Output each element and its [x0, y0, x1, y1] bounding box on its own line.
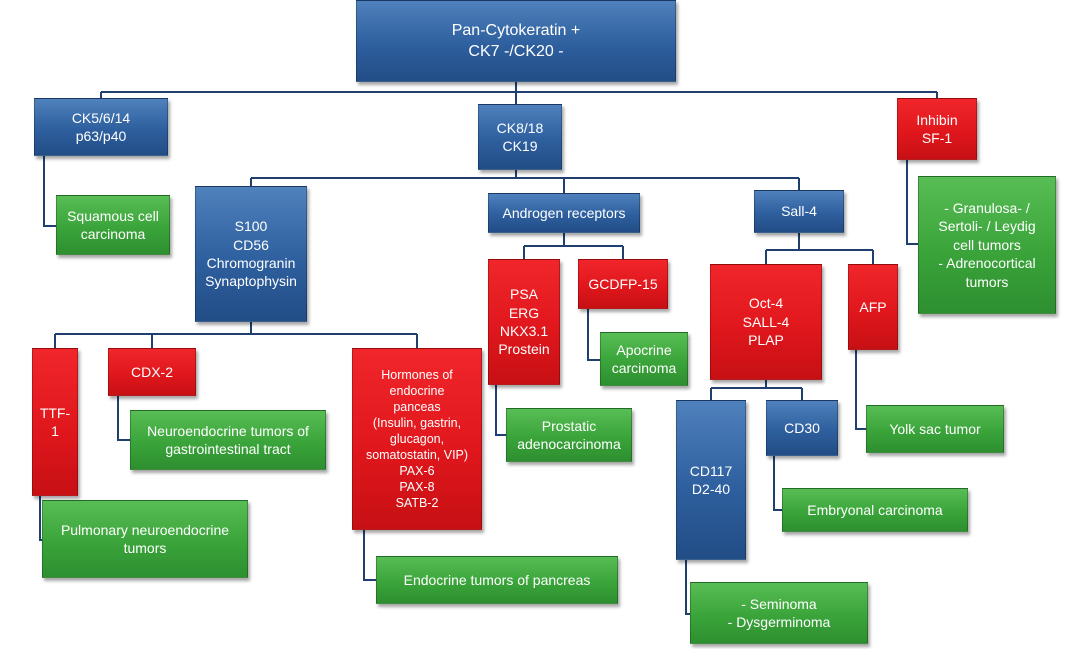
node-pan-cytokeratin: Pan-Cytokeratin + CK7 -/CK20 - — [356, 0, 676, 82]
node-gcdfp-15: GCDFP-15 — [578, 259, 668, 309]
node-label: GCDFP-15 — [588, 275, 658, 292]
connector-psa-to-prostatic — [495, 385, 506, 436]
node-prostatic-adenocarcinoma: Prostatic adenocarcinoma — [506, 408, 632, 462]
node-yolk-sac-tumor: Yolk sac tumor — [866, 405, 1004, 453]
node-label: CD117 D2-40 — [689, 462, 733, 497]
node-ck5-6-14: CK5/6/14 p63/p40 — [34, 98, 168, 156]
node-sall-4: Sall-4 — [754, 190, 844, 233]
node-label: Hormones of endocrine panceas (Insulin, … — [365, 368, 469, 510]
connector-sall4-to-row4 — [765, 233, 874, 264]
node-s100: S100 CD56 Chromogranin Synaptophysin — [195, 186, 307, 322]
node-label: Pulmonary neuroendocrine tumors — [60, 521, 230, 556]
node-label: - Granulosa- / Sertoli- / Leydig cell tu… — [938, 199, 1036, 290]
node-label: CK8/18 CK19 — [496, 119, 544, 154]
node-label: Apocrine carcinoma — [611, 341, 677, 376]
node-seminoma-dysgerminoma: - Seminoma - Dysgerminoma — [690, 582, 868, 644]
node-endocrine-tumors-pancreas: Endocrine tumors of pancreas — [376, 556, 618, 604]
connector-gcdfp-to-apocrine — [587, 309, 600, 361]
node-label: Sall-4 — [781, 203, 817, 220]
node-inhibin: Inhibin SF-1 — [897, 98, 977, 160]
node-ck8-18: CK8/18 CK19 — [478, 104, 562, 170]
connector-cd117-to-seminoma — [685, 560, 690, 615]
connector-ck818-to-row3 — [250, 170, 800, 193]
node-psa: PSA ERG NKX3.1 Prostein — [488, 259, 560, 385]
node-label: Oct-4 SALL-4 PLAP — [742, 295, 790, 349]
connector-s100-to-row5 — [54, 322, 418, 348]
connector-ttf1-to-pulmonary — [39, 496, 42, 541]
node-cd30: CD30 — [766, 400, 838, 456]
node-label: S100 CD56 Chromogranin Synaptophysin — [205, 218, 297, 290]
node-cd117: CD117 D2-40 — [676, 400, 746, 560]
node-afp: AFP — [848, 264, 898, 350]
node-label: - Seminoma - Dysgerminoma — [727, 595, 831, 630]
connector-androgen-to-row4 — [523, 233, 624, 259]
node-label: CD30 — [784, 419, 820, 436]
node-oct-4: Oct-4 SALL-4 PLAP — [710, 264, 822, 380]
node-label: Squamous cell carcinoma — [67, 207, 159, 242]
node-androgen-receptors: Androgen receptors — [488, 193, 640, 233]
connector-cdx2-to-gi — [117, 396, 130, 441]
connector-ck5-to-squamous — [43, 156, 56, 227]
node-label: CDX-2 — [130, 363, 173, 380]
node-embryonal-carcinoma: Embryonal carcinoma — [782, 488, 968, 532]
node-label: Androgen receptors — [502, 204, 626, 221]
node-ttf-1: TTF-1 — [32, 348, 78, 496]
connector-hormones-to-pancreas — [363, 530, 376, 581]
node-label: Inhibin SF-1 — [916, 111, 958, 146]
connector-inhibin-to-green — [906, 160, 918, 245]
node-pulmonary-neuroendocrine: Pulmonary neuroendocrine tumors — [42, 500, 248, 578]
connector-oct4-to-row5 — [710, 380, 803, 400]
node-hormones-endocrine-pancreas: Hormones of endocrine panceas (Insulin, … — [352, 348, 482, 530]
connector-cd30-to-embryonal — [773, 456, 782, 511]
node-label: Endocrine tumors of pancreas — [403, 571, 591, 588]
node-label: AFP — [859, 298, 887, 315]
connector-afp-to-yolk — [855, 350, 866, 430]
connector-root-to-row2 — [100, 82, 938, 104]
node-apocrine-carcinoma: Apocrine carcinoma — [600, 332, 688, 386]
node-label: Pan-Cytokeratin + CK7 -/CK20 - — [451, 21, 581, 60]
node-label: CK5/6/14 p63/p40 — [71, 109, 131, 144]
node-label: Yolk sac tumor — [889, 420, 981, 437]
node-granulosa-adrenocortical: - Granulosa- / Sertoli- / Leydig cell tu… — [918, 176, 1056, 314]
node-label: PSA ERG NKX3.1 Prostein — [498, 286, 550, 358]
node-label: TTF-1 — [39, 404, 71, 439]
node-squamous-cell-carcinoma: Squamous cell carcinoma — [56, 195, 170, 255]
node-label: Prostatic adenocarcinoma — [517, 417, 621, 452]
node-label: Embryonal carcinoma — [807, 501, 943, 518]
node-label: Neuroendocrine tumors of gastrointestina… — [147, 422, 309, 457]
node-cdx-2: CDX-2 — [108, 348, 196, 396]
node-neuroendocrine-gi: Neuroendocrine tumors of gastrointestina… — [130, 410, 326, 470]
